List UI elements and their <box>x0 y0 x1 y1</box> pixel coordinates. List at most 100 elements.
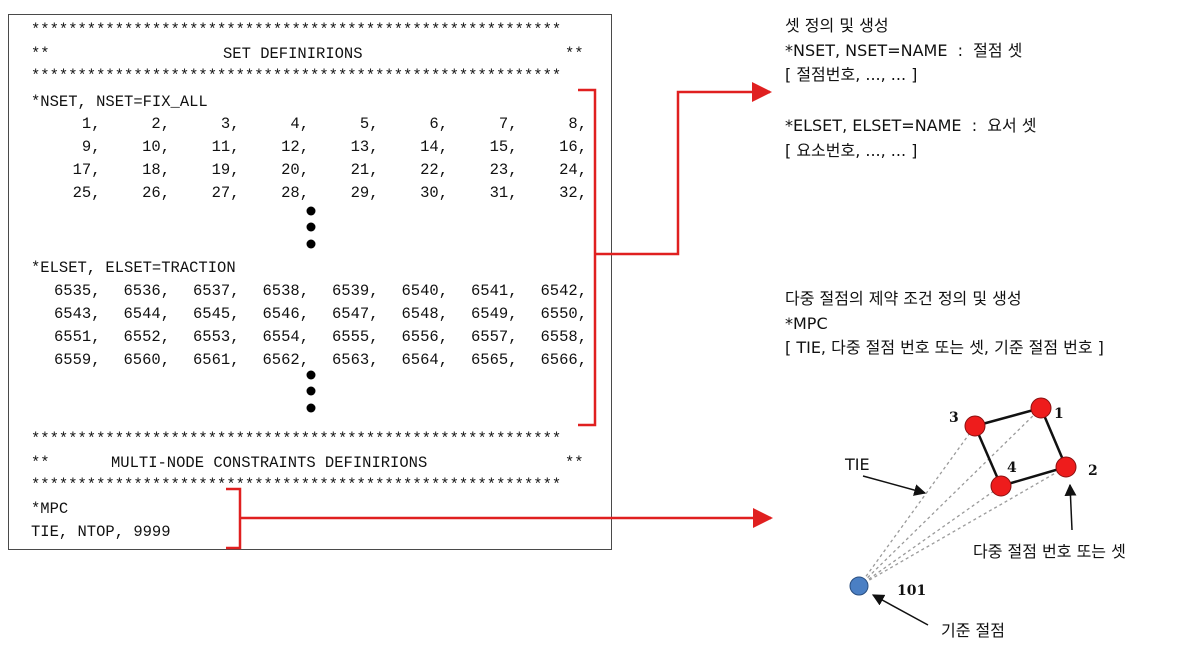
nset-value: 13, <box>350 138 379 156</box>
nset-value: 27, <box>211 184 240 202</box>
tie-dashed-lines <box>858 407 1067 587</box>
elset-value: 6548, <box>401 305 448 323</box>
set-header-left: ** <box>31 45 50 63</box>
nset-value: 7, <box>498 115 518 133</box>
reference-node <box>849 576 869 596</box>
elset-value: 6547, <box>331 305 379 323</box>
mpc-header-title: MULTI-NODE CONSTRAINTS DEFINIRIONS <box>111 454 428 472</box>
nset-value: 2, <box>151 115 170 133</box>
node-1 <box>1030 397 1052 419</box>
nset-row: 1,2,3,4,5,6,7,8, <box>31 115 587 133</box>
nset-value: 9, <box>81 138 101 156</box>
elset-value: 6566, <box>540 351 587 369</box>
elset-value: 6565, <box>470 351 518 369</box>
node-label-3: 3 <box>949 410 959 426</box>
nset-value: 1, <box>81 115 101 133</box>
elset-value: 6544, <box>123 305 170 323</box>
nset-value: 14, <box>420 138 448 156</box>
elset-value: 6538, <box>262 282 309 300</box>
nset-value: 31, <box>489 184 518 202</box>
set-bracket <box>578 88 597 427</box>
nset-value: 22, <box>420 161 448 179</box>
elset-row: 6559,6560,6561,6562,6563,6564,6565,6566, <box>31 351 587 369</box>
mpc-header-right: ** <box>565 454 584 472</box>
elset-value: 6561, <box>192 351 240 369</box>
elset-value: 6535, <box>53 282 101 300</box>
node-4 <box>990 475 1012 497</box>
nset-value: 3, <box>220 115 240 133</box>
elset-value: 6537, <box>192 282 240 300</box>
mpc-data-format: [ TIE, 다중 절점 번호 또는 셋, 기준 절점 번호 ] <box>785 338 1104 357</box>
elset-value: 6557, <box>470 328 518 346</box>
elset-value: 6558, <box>540 328 587 346</box>
nset-value: 21, <box>350 161 379 179</box>
mpc-keyword: *MPC <box>31 500 69 518</box>
star-line: ****************************************… <box>31 476 562 494</box>
elset-value: 6552, <box>123 328 170 346</box>
nset-format: *NSET, NSET=NAME : 절점 셋 <box>785 41 1023 60</box>
star-line: ****************************************… <box>31 430 562 448</box>
nset-value: 18, <box>142 161 170 179</box>
reference-node-label: 101 <box>897 583 926 599</box>
elset-value: 6563, <box>331 351 379 369</box>
element-quad-edges <box>973 406 1068 488</box>
nset-value: 16, <box>559 138 587 156</box>
nset-value: 10, <box>142 138 170 156</box>
elset-value: 6554, <box>262 328 309 346</box>
elset-value: 6539, <box>331 282 379 300</box>
elset-value: 6536, <box>123 282 170 300</box>
elset-value: 6550, <box>540 305 587 323</box>
nset-value: 6, <box>429 115 448 133</box>
set-header-right: ** <box>565 45 584 63</box>
node-2 <box>1055 456 1077 478</box>
mpc-line: TIE, NTOP, 9999 <box>31 523 171 541</box>
elset-keyword: *ELSET, ELSET=TRACTION <box>31 259 236 277</box>
nset-value: 23, <box>489 161 518 179</box>
set-header-title: SET DEFINIRIONS <box>223 45 363 63</box>
nset-value: 20, <box>281 161 309 179</box>
elset-value: 6555, <box>331 328 379 346</box>
elset-value: 6556, <box>401 328 448 346</box>
nset-value: 19, <box>211 161 240 179</box>
mpc-title: 다중 절점의 제약 조건 정의 및 생성 <box>785 289 1022 308</box>
elset-row: 6543,6544,6545,6546,6547,6548,6549,6550, <box>31 305 587 323</box>
elset-value: 6546, <box>262 305 309 323</box>
nset-row: 17, 18, 19, 20, 21, 22, 23, 24, <box>31 161 587 179</box>
nset-value: 15, <box>489 138 518 156</box>
elset-format: *ELSET, ELSET=NAME : 요서 셋 <box>785 116 1037 135</box>
nset-row: 25,26,27,28,29,30,31,32, <box>31 184 587 202</box>
elset-value: 6551, <box>53 328 101 346</box>
elset-value: 6543, <box>53 305 101 323</box>
elset-value: 6540, <box>401 282 448 300</box>
mpc-header-left: ** <box>31 454 50 472</box>
elset-value: 6553, <box>192 328 240 346</box>
ellipsis-dots-elset <box>306 370 316 413</box>
reference-node-caption: 기준 절점 <box>941 621 1005 640</box>
star-line: ****************************************… <box>31 21 562 39</box>
ellipsis-dots-nset <box>306 206 316 249</box>
nset-value: 25, <box>72 184 101 202</box>
nset-value: 30, <box>420 184 448 202</box>
nset-value: 17, <box>72 161 101 179</box>
elset-data-format: [ 요소번호, ..., ... ] <box>785 141 918 160</box>
nset-value: 8, <box>568 115 587 133</box>
nset-value: 11, <box>211 138 240 156</box>
elset-row: 6551, 6552, 6553, 6554, 6555, 6556, 6557, 6558, <box>31 328 587 346</box>
multi-node-caption: 다중 절점 번호 또는 셋 <box>973 542 1126 561</box>
nset-value: 5, <box>359 115 379 133</box>
nset-value: 24, <box>559 161 587 179</box>
elset-row: 6535,6536,6537,6538,6539,6540,6541,6542, <box>31 282 587 300</box>
elset-value: 6564, <box>401 351 448 369</box>
mpc-keyword-note: *MPC <box>785 314 828 333</box>
reference-node-arrow <box>871 594 929 626</box>
code-panel: ****************************************… <box>8 14 612 550</box>
elset-value: 6560, <box>123 351 170 369</box>
nset-row: 9, 10, 11, 12, 13, 14, 15, 16, <box>31 138 587 156</box>
set-title: 셋 정의 및 생성 <box>785 16 889 35</box>
nset-value: 28, <box>281 184 309 202</box>
node-3 <box>964 415 986 437</box>
multi-node-arrow <box>1064 483 1077 531</box>
nset-value: 12, <box>281 138 309 156</box>
mpc-bracket <box>226 487 242 550</box>
